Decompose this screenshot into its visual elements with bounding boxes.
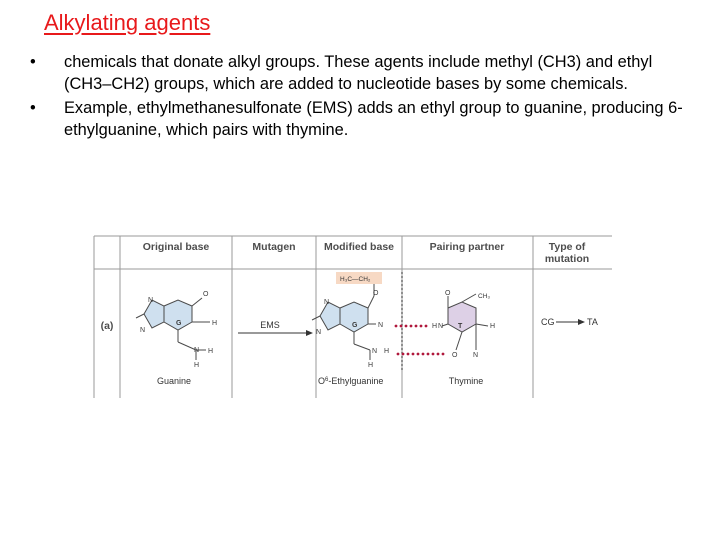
bullet-item: • Example, ethylmethanesulfonate (EMS) ad… bbox=[30, 98, 690, 141]
header-modified-base: Modified base bbox=[324, 241, 394, 253]
atom-n: N bbox=[194, 347, 199, 354]
bullet-dot: • bbox=[30, 53, 36, 71]
hbond-dot bbox=[441, 352, 445, 356]
hbond-dot bbox=[396, 352, 400, 356]
thymine-structure bbox=[441, 293, 489, 351]
hbond-dot bbox=[431, 352, 435, 356]
guanine-letter: G bbox=[176, 320, 182, 327]
atom-o: O bbox=[203, 291, 209, 298]
guanine-five-ring bbox=[143, 299, 165, 329]
hbond-dot bbox=[436, 352, 440, 356]
hbond-dot bbox=[416, 352, 420, 356]
bond bbox=[455, 331, 463, 351]
hbond-dot bbox=[411, 352, 415, 356]
label-superscript: 6 bbox=[325, 377, 329, 383]
bond bbox=[367, 295, 375, 309]
slide-title: Alkylating agents bbox=[44, 10, 211, 35]
atom-o: O bbox=[445, 290, 451, 297]
thymine-methyl: CH₃ bbox=[478, 293, 490, 300]
atom-h: H bbox=[194, 362, 199, 369]
header-mutation: mutation bbox=[545, 253, 589, 265]
atom-n: N bbox=[324, 299, 329, 306]
hbond-dot bbox=[414, 324, 418, 328]
label-prefix: O bbox=[318, 376, 325, 386]
atom-n: N bbox=[372, 348, 377, 355]
hbond-dot bbox=[424, 324, 428, 328]
atom-h: H bbox=[432, 323, 437, 330]
thymine-label: Thymine bbox=[449, 376, 484, 386]
bullet-list: • chemicals that donate alkyl groups. The… bbox=[30, 52, 690, 144]
bond bbox=[177, 341, 197, 351]
thymine-letter: T bbox=[458, 323, 463, 330]
atom-n: N bbox=[316, 329, 321, 336]
hbond-dot bbox=[394, 324, 398, 328]
hbond-dot bbox=[399, 324, 403, 328]
row-label: (a) bbox=[101, 320, 114, 332]
bond bbox=[353, 343, 371, 351]
guanine-label: Guanine bbox=[157, 376, 191, 386]
mutation-arrow bbox=[556, 319, 585, 325]
hbond-dot bbox=[406, 352, 410, 356]
header-mutagen: Mutagen bbox=[252, 241, 295, 253]
ethylguanine-letter: G bbox=[352, 322, 358, 329]
bond bbox=[135, 313, 145, 319]
atom-h: H bbox=[368, 362, 373, 369]
ethyl-group-highlight bbox=[336, 272, 382, 284]
ethylguanine-structure bbox=[311, 284, 376, 360]
label-suffix: -Ethylguanine bbox=[328, 376, 383, 386]
mutagen-label: EMS bbox=[260, 320, 280, 330]
bond bbox=[191, 297, 203, 307]
hbond-dot bbox=[409, 324, 413, 328]
atom-h: H bbox=[208, 348, 213, 355]
table-grid bbox=[93, 235, 612, 398]
atom-h: H bbox=[212, 320, 217, 327]
atom-n: N bbox=[438, 323, 443, 330]
bullet-item: • chemicals that donate alkyl groups. The… bbox=[30, 52, 690, 95]
bullet-dot: • bbox=[30, 99, 36, 117]
hbond-dot bbox=[404, 324, 408, 328]
hydrogen-bonds bbox=[394, 324, 445, 356]
mutation-from: CG bbox=[541, 317, 555, 327]
ethyl-group: H₃C—CH₂ bbox=[340, 276, 371, 283]
atom-n: N bbox=[140, 327, 145, 334]
figure-svg: Original base Mutagen Modified base Pair… bbox=[93, 235, 612, 398]
bond bbox=[311, 315, 321, 321]
hbond-dot bbox=[401, 352, 405, 356]
mutation-to: TA bbox=[587, 317, 598, 327]
atom-h: H bbox=[384, 348, 389, 355]
bond bbox=[461, 293, 477, 303]
atom-h: H bbox=[490, 323, 495, 330]
header-original-base: Original base bbox=[143, 241, 210, 253]
bond bbox=[441, 323, 449, 327]
header-type-of: Type of bbox=[549, 241, 586, 253]
hbond-dot bbox=[421, 352, 425, 356]
ethylguanine-five-ring bbox=[319, 301, 341, 331]
bullet-text: chemicals that donate alkyl groups. Thes… bbox=[64, 53, 653, 93]
guanine-structure bbox=[135, 297, 210, 360]
arrow-head bbox=[578, 319, 585, 325]
arrow-head bbox=[306, 330, 313, 336]
hbond-dot bbox=[426, 352, 430, 356]
ems-alkylation-figure: Original base Mutagen Modified base Pair… bbox=[92, 232, 612, 398]
atom-o: O bbox=[452, 352, 458, 359]
header-pairing-partner: Pairing partner bbox=[430, 241, 505, 253]
bullet-text: Example, ethylmethanesulfonate (EMS) add… bbox=[64, 99, 683, 139]
atom-n: N bbox=[473, 352, 478, 359]
atom-o: O bbox=[373, 290, 379, 297]
ethylguanine-label: O6-Ethylguanine bbox=[318, 376, 383, 386]
atom-n: N bbox=[378, 322, 383, 329]
bond bbox=[475, 323, 489, 327]
reaction-arrow bbox=[238, 330, 313, 336]
hbond-dot bbox=[419, 324, 423, 328]
atom-n: N bbox=[148, 297, 153, 304]
